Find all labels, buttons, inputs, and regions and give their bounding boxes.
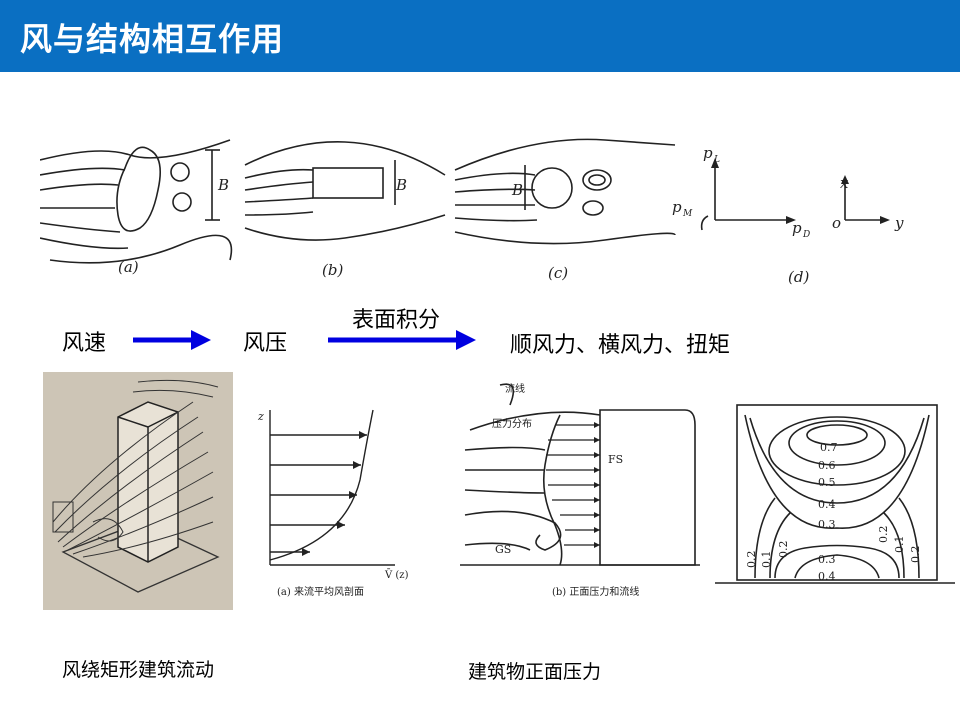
caption-right: 建筑物正面压力 [468, 661, 602, 683]
pD-label: p [792, 219, 802, 237]
flow-diagrams-top: B B B (a) (b) (c) (d) p L p M p D x y o [40, 138, 904, 286]
building-flow-photo [43, 372, 233, 610]
y-axis-label: y [894, 214, 904, 232]
contour-top-3: 0.4 [818, 498, 836, 511]
contour-bottom-1: 0.4 [818, 570, 836, 583]
dim-a: B [217, 176, 229, 194]
arrow-1 [133, 330, 211, 350]
dim-c: B [511, 181, 523, 199]
pM-label: p [672, 198, 682, 216]
integral-label: 表面积分 [352, 308, 441, 333]
contour-top-0: 0.7 [820, 441, 838, 454]
streamline-label: 流线 [505, 382, 525, 395]
label-d: (d) [788, 268, 809, 286]
arrow-2 [328, 330, 476, 350]
fs-label: FS [608, 453, 623, 466]
origin-label: o [832, 214, 841, 232]
diagram-a [40, 139, 233, 264]
svg-text:M: M [682, 209, 693, 219]
x-axis-label: x [840, 174, 849, 192]
contour-right-2: 0.2 [909, 546, 922, 564]
label-c: (c) [548, 264, 568, 282]
diagram-b [244, 141, 446, 241]
contour-left-0: 0.2 [745, 551, 758, 569]
contour-right-1: 0.1 [893, 536, 906, 554]
contour-right-0: 0.2 [877, 526, 890, 544]
dim-b: B [395, 176, 407, 194]
label-b: (b) [322, 261, 343, 279]
diagram-d [700, 165, 885, 231]
title-bar: 风与结构相互作用 [0, 0, 960, 72]
pressure-contour-diagram: 0.7 0.6 0.5 0.4 0.3 0.3 0.4 0.2 0.1 0.2 … [715, 404, 955, 584]
profile-caption: (a) 来流平均风剖面 [277, 585, 364, 598]
wind-pressure-label: 风压 [243, 331, 288, 356]
wind-speed-label: 风速 [62, 331, 107, 356]
z-axis-label: z [257, 410, 264, 423]
contour-top-4: 0.3 [818, 518, 836, 531]
contour-top-1: 0.6 [818, 459, 836, 472]
wind-profile-diagram: z V̄ (z) (a) 来流平均风剖面 [257, 409, 409, 598]
contour-top-2: 0.5 [818, 476, 836, 489]
slide-title: 风与结构相互作用 [20, 20, 285, 58]
gs-label: GS [495, 543, 511, 556]
pL-label: p [703, 144, 713, 162]
building-caption: (b) 正面压力和流线 [552, 585, 639, 598]
diagram-c [454, 138, 676, 245]
building-pressure-diagram: 流线 压力分布 FS GS (b) 正面压力和流线 [460, 382, 700, 598]
caption-left: 风绕矩形建筑流动 [62, 659, 215, 681]
contour-left-1: 0.1 [760, 551, 773, 569]
forces-label: 顺风力、横风力、扭矩 [510, 333, 731, 358]
contour-bottom-0: 0.3 [818, 553, 836, 566]
label-a: (a) [118, 258, 139, 276]
v-axis-label: V̄ (z) [384, 569, 409, 581]
svg-text:L: L [713, 155, 720, 165]
pressure-dist-label: 压力分布 [492, 417, 532, 430]
contour-left-2: 0.2 [777, 541, 790, 559]
svg-text:D: D [802, 230, 810, 240]
